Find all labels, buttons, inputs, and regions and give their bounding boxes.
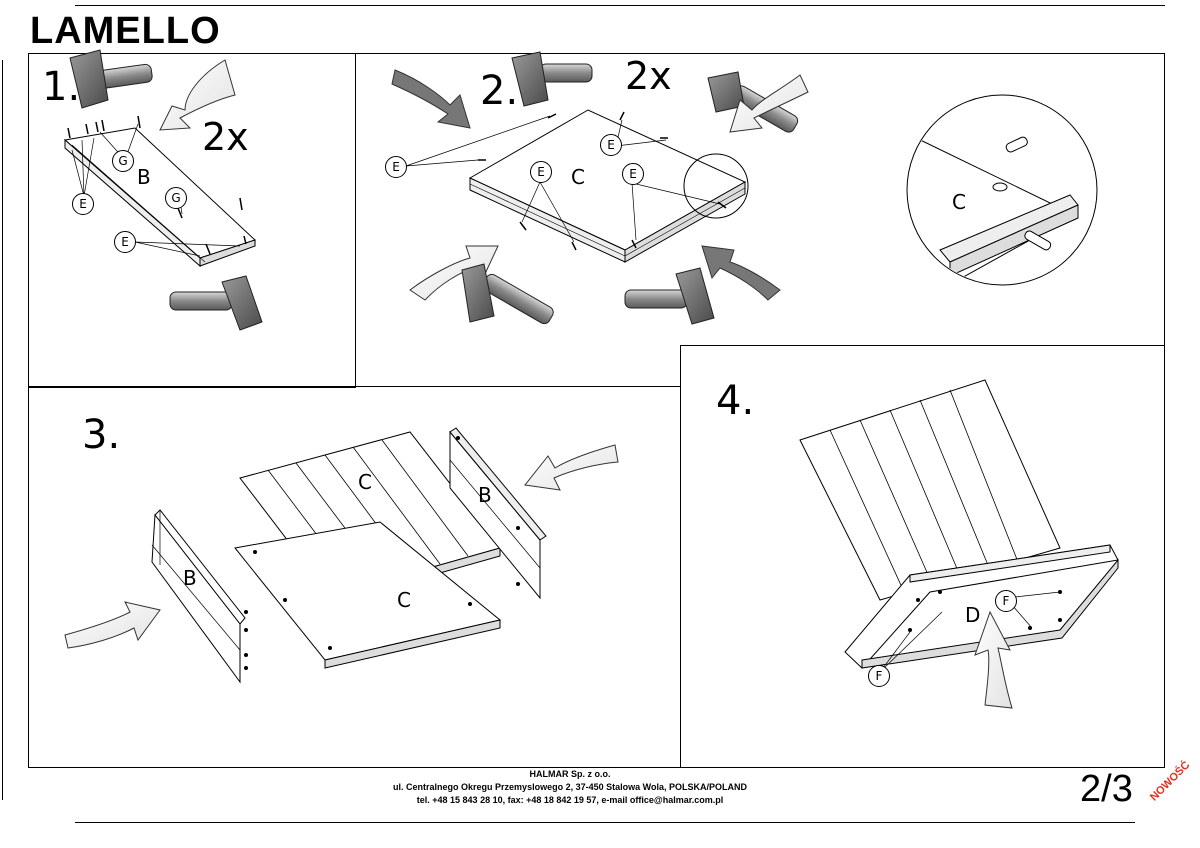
step-2-arrow-bottom-left <box>409 245 499 301</box>
detail-zoom <box>906 94 1098 286</box>
step-2-board <box>405 109 749 263</box>
step-2-hammer-bottom-left <box>461 263 554 325</box>
step-2-arrow-left <box>391 69 471 129</box>
step-1-panel <box>28 53 356 388</box>
step-2-callout-e-top: E <box>600 134 622 156</box>
step-3-side-board-left <box>151 509 248 684</box>
bottom-rule <box>75 822 1135 823</box>
document-title: LAMELLO <box>30 10 221 52</box>
step-3-part-label-b-right: B <box>478 483 492 507</box>
step-3-number: 3. <box>82 412 121 458</box>
step-1-hammer-bottom <box>169 275 263 331</box>
page-number: 2/3 <box>1080 768 1133 810</box>
detail-part-label-c: C <box>952 190 966 214</box>
step-4-number: 4. <box>716 378 755 424</box>
step-4-panel <box>680 345 1165 768</box>
step-4-arrow <box>974 610 1013 709</box>
step-2-hammer-bottom-right <box>624 267 715 325</box>
step-3-divider <box>28 386 680 387</box>
step-4-bench <box>799 379 1119 673</box>
step-2-callout-e-center: E <box>530 161 552 183</box>
step-2-arrow-bottom-right <box>701 245 781 301</box>
step-4-callout-f-bottom: F <box>868 665 890 687</box>
step-2-multiplier: 2x <box>625 54 672 98</box>
step-2-callout-e-right: E <box>622 163 644 185</box>
footer-company: HALMAR Sp. z o.o. <box>529 769 611 779</box>
step-4-callout-f-top: F <box>995 590 1017 612</box>
step-1-callout-g-upper: G <box>112 150 134 172</box>
footer-contact: HALMAR Sp. z o.o. ul. Centralnego Okregu… <box>300 768 840 807</box>
step-3-part-label-c-bottom: C <box>397 588 411 612</box>
step-3-side-board-right <box>449 427 547 600</box>
footer-address: ul. Centralnego Okregu Przemyslowego 2, … <box>393 782 747 792</box>
step-1-callout-e-upper: E <box>72 193 94 215</box>
step-3-part-label-b-left: B <box>183 566 197 590</box>
step-2-hammer-top <box>511 51 593 107</box>
step-3-bottom-panel <box>234 521 502 669</box>
step-1-callout-g-lower: G <box>165 187 187 209</box>
step-2-callout-e-left: E <box>385 156 407 178</box>
step-4-part-label-d: D <box>965 603 981 627</box>
step-1-number: 1. <box>42 64 81 110</box>
step-1-hammer-top <box>69 49 153 109</box>
step-2-number: 2. <box>480 68 519 114</box>
step-3-arrow-left <box>64 601 161 649</box>
step-2-part-label-c: C <box>571 165 585 189</box>
step-3-arrow-right <box>524 444 619 491</box>
step-1-arrow <box>159 59 236 131</box>
step-1-callout-e-lower: E <box>114 231 136 253</box>
step-3-part-label-c-top: C <box>358 470 372 494</box>
step-1-multiplier: 2x <box>202 115 249 159</box>
footer-contact-line: tel. +48 15 843 28 10, fax: +48 18 842 1… <box>416 795 724 805</box>
top-rule <box>75 5 1165 6</box>
step-1-part-label-b: B <box>137 165 151 189</box>
step-2-arrow-top-right <box>729 74 809 133</box>
left-edge-mark <box>2 60 3 800</box>
